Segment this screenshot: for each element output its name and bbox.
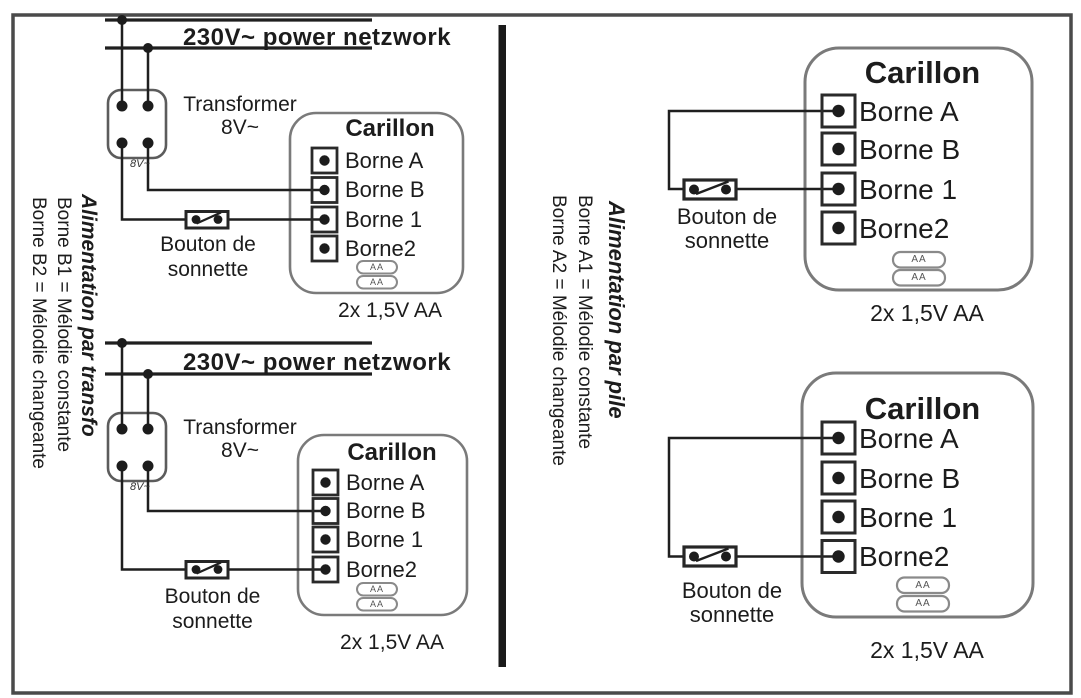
- center-divider: [498, 25, 506, 667]
- terminal-label-borne-b: Borne B: [859, 463, 961, 494]
- terminal-label-borne-1: Borne 1: [859, 174, 958, 205]
- terminal-dots: [320, 477, 331, 575]
- junction-dots: [116, 338, 154, 472]
- transformer-output-tag: 8V~: [130, 158, 150, 170]
- battery-pills: [356, 260, 398, 290]
- bell-button-line2: sonnette: [172, 610, 253, 633]
- power-network-label: 230V~ power netzwork: [182, 24, 452, 51]
- bell-button-switch-icon: [682, 545, 738, 568]
- battery-cell-label: AA: [915, 598, 931, 609]
- diagram-pile-changeante: [667, 371, 1035, 619]
- wires: [667, 109, 839, 191]
- terminal-label-borne-2: Borne2: [859, 541, 950, 572]
- bell-button-line1: Bouton de: [164, 585, 261, 608]
- terminal-squares: [820, 93, 857, 246]
- transformer-name: Transformer: [183, 416, 297, 439]
- terminal-dots: [832, 431, 845, 563]
- transformer-voltage: 8V~: [221, 116, 259, 139]
- bell-button-switch-icon: [184, 210, 230, 230]
- carillon-title: Carillon: [347, 439, 437, 466]
- battery-note: 2x 1,5V AA: [870, 300, 984, 326]
- terminal-label-borne-2: Borne2: [345, 236, 416, 261]
- bell-button-switch-icon: [682, 178, 738, 201]
- terminal-squares: [820, 420, 857, 574]
- carillon-box: [296, 433, 469, 617]
- carillon-box: [803, 46, 1034, 292]
- battery-cell-label: AA: [915, 579, 931, 591]
- carillon-box: [288, 111, 465, 295]
- bell-button-line2: sonnette: [684, 228, 770, 253]
- transformer-box: [106, 88, 168, 160]
- battery-cell-label: AA: [369, 584, 384, 594]
- transformer-box: [106, 411, 168, 483]
- carillon-title: Carillon: [864, 55, 981, 90]
- terminal-label-borne-b: Borne B: [859, 134, 961, 165]
- battery-note: 2x 1,5V AA: [340, 631, 444, 654]
- wires: [667, 436, 839, 558]
- battery-cell-label: AA: [369, 262, 384, 272]
- bell-button-line2: sonnette: [167, 258, 249, 281]
- terminal-label-borne-a: Borne A: [859, 96, 959, 127]
- battery-pills: [891, 250, 947, 287]
- bell-button-label: Bouton de sonnette: [150, 584, 275, 634]
- wires: [120, 343, 324, 571]
- terminal-label-borne-b: Borne B: [345, 177, 425, 202]
- carillon-title: Carillon: [345, 115, 435, 142]
- terminal-label-borne-a: Borne A: [346, 470, 425, 495]
- battery-note: 2x 1,5V AA: [338, 299, 442, 322]
- terminal-label-borne-1: Borne 1: [859, 502, 958, 533]
- bell-button-label: Bouton de sonnette: [663, 205, 791, 253]
- transformer-output-tag: 8V~: [130, 481, 150, 493]
- left-caption-borne-b2: Borne B2 = Mélodie changeante: [28, 196, 49, 469]
- battery-pills: [895, 576, 951, 613]
- battery-cell-label: AA: [369, 277, 384, 287]
- left-caption-borne-b1: Borne B1 = Mélodie constante: [53, 197, 74, 453]
- battery-cell-label: AA: [911, 272, 927, 283]
- terminal-dots: [319, 155, 330, 254]
- left-caption-title: Alimentation par transfo: [77, 193, 100, 437]
- right-caption-title: Alimentation par pile: [604, 201, 629, 419]
- terminal-label-borne-1: Borne 1: [346, 527, 424, 552]
- right-caption-borne-a1: Borne A1 = Mélodie constante: [574, 195, 595, 450]
- bell-button-line1: Bouton de: [160, 233, 256, 256]
- terminal-label-borne-a: Borne A: [859, 423, 959, 454]
- terminal-label-borne-a: Borne A: [345, 148, 424, 173]
- terminal-label-borne-1: Borne 1: [345, 207, 423, 232]
- carillon-box: [800, 371, 1035, 619]
- terminal-label-borne-2: Borne2: [346, 557, 417, 582]
- terminal-dots: [832, 104, 845, 235]
- carillon-title: Carillon: [864, 391, 981, 426]
- diagram-transfo-changeante: [105, 338, 469, 617]
- diagram-transfo-constante: [105, 15, 465, 295]
- bell-button-line1: Bouton de: [681, 578, 783, 603]
- terminal-label-borne-b: Borne B: [346, 498, 426, 523]
- figure-border: [11, 13, 1073, 695]
- battery-cell-label: AA: [369, 599, 384, 609]
- terminal-squares: [310, 146, 339, 263]
- terminal-label-borne-2: Borne2: [859, 213, 950, 244]
- battery-note: 2x 1,5V AA: [870, 637, 984, 663]
- bell-button-label: Bouton de sonnette: [148, 232, 268, 282]
- transformer-label: Transformer 8V~: [168, 93, 312, 139]
- transformer-name: Transformer: [183, 93, 297, 116]
- right-caption-borne-a2: Borne A2 = Mélodie changeante: [548, 195, 569, 466]
- battery-cell-label: AA: [911, 254, 927, 265]
- terminal-squares: [311, 468, 340, 584]
- power-network-label: 230V~ power netzwork: [182, 349, 452, 376]
- bell-button-line1: Bouton de: [676, 204, 778, 229]
- bell-button-line2: sonnette: [689, 602, 775, 627]
- transformer-label: Transformer 8V~: [168, 416, 312, 462]
- bell-button-label: Bouton de sonnette: [667, 579, 797, 627]
- junction-dots: [116, 15, 154, 149]
- transformer-voltage: 8V~: [221, 439, 259, 462]
- battery-pills: [356, 582, 398, 612]
- wires: [120, 20, 323, 221]
- bell-button-switch-icon: [184, 560, 230, 580]
- diagram-pile-constante: [667, 46, 1034, 292]
